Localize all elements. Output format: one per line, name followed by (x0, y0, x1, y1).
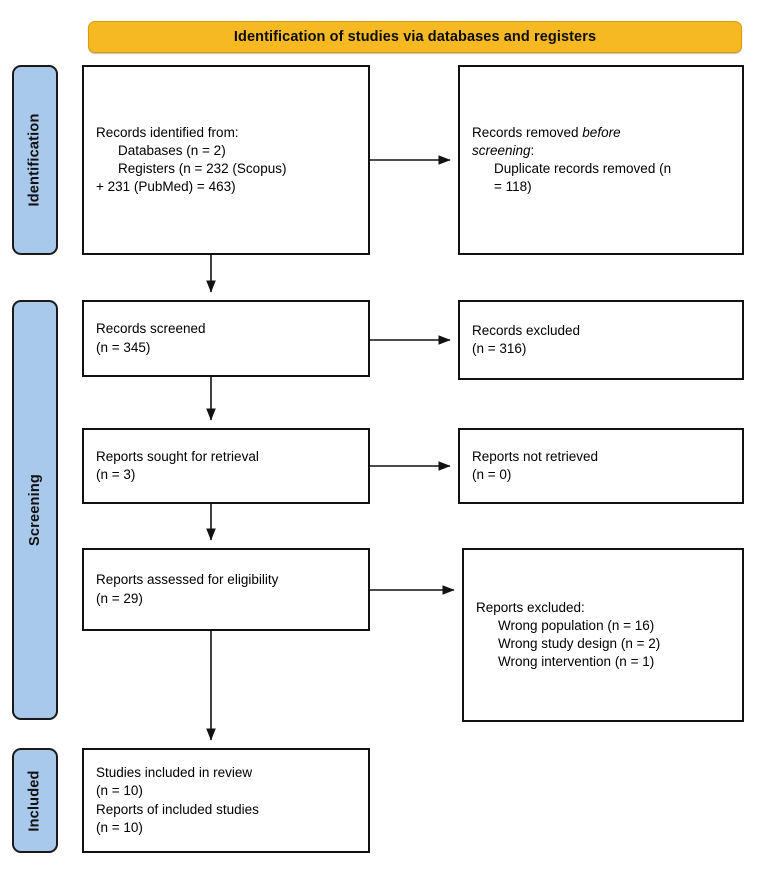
banner-title: Identification of studies via databases … (233, 29, 597, 45)
reports-excluded-reason-2: Wrong study design (n = 2) (498, 636, 661, 651)
reports-assessed-line-1: Reports assessed for eligibility (96, 572, 279, 588)
records-removed-emphasis-screening: screening (472, 142, 531, 158)
box-records-identified: Records identified from: Databases (n = … (82, 65, 370, 255)
studies-included-line-4: (n = 10) (96, 819, 143, 835)
records-screened-line-2: (n = 345) (96, 339, 151, 355)
records-identified-line-3: Registers (n = 232 (Scopus) (118, 161, 287, 176)
records-excluded-line-1: Records excluded (472, 322, 581, 338)
banner-identification-header: Identification of studies via databases … (88, 21, 742, 53)
stage-label-included: Included (12, 748, 58, 853)
stage-label-screening: Screening (12, 300, 58, 720)
records-removed-line-1-text: Records removed (472, 124, 583, 140)
box-records-screened: Records screened (n = 345) (82, 300, 370, 377)
studies-included-line-3: Reports of included studies (96, 801, 259, 817)
box-studies-included: Studies included in review (n = 10) Repo… (82, 748, 370, 853)
studies-included-line-1: Studies included in review (96, 765, 253, 781)
records-identified-line-2: Databases (n = 2) (118, 142, 226, 158)
reports-assessed-line-2: (n = 29) (96, 590, 143, 606)
box-records-excluded: Records excluded (n = 316) (458, 300, 744, 380)
reports-not-retrieved-line-2: (n = 0) (472, 467, 512, 482)
box-reports-not-retrieved: Reports not retrieved (n = 0) (458, 428, 744, 504)
stage-label-identification: Identification (12, 65, 58, 255)
studies-included-line-2: (n = 10) (96, 783, 143, 799)
box-reports-assessed: Reports assessed for eligibility (n = 29… (82, 548, 370, 631)
reports-sought-line-1: Reports sought for retrieval (96, 448, 259, 464)
reports-excluded-reason-3: Wrong intervention (n = 1) (498, 654, 655, 670)
records-removed-emphasis-before: before (582, 124, 621, 140)
records-identified-line-1: Records identified from: (96, 124, 239, 140)
box-records-removed: Records removed before screening: Duplic… (458, 65, 744, 255)
reports-not-retrieved-line-1: Reports not retrieved (472, 448, 599, 464)
records-removed-line-2-colon: : (530, 142, 535, 158)
box-reports-sought: Reports sought for retrieval (n = 3) (82, 428, 370, 504)
reports-excluded-reason-1: Wrong population (n = 16) (498, 617, 655, 633)
records-removed-line-4: = 118) (494, 179, 532, 195)
box-reports-excluded: Reports excluded: Wrong population (n = … (462, 548, 744, 722)
records-identified-line-4: + 231 (PubMed) = 463) (96, 179, 236, 195)
records-removed-line-1: Records removed before (472, 124, 742, 142)
reports-sought-line-2: (n = 3) (96, 467, 136, 482)
records-removed-line-3: Duplicate records removed (n (494, 161, 672, 176)
reports-excluded-line-1: Reports excluded: (476, 599, 585, 615)
records-removed-line-2: screening: (472, 142, 742, 160)
records-excluded-line-2: (n = 316) (472, 341, 527, 356)
records-screened-line-1: Records screened (96, 321, 206, 337)
